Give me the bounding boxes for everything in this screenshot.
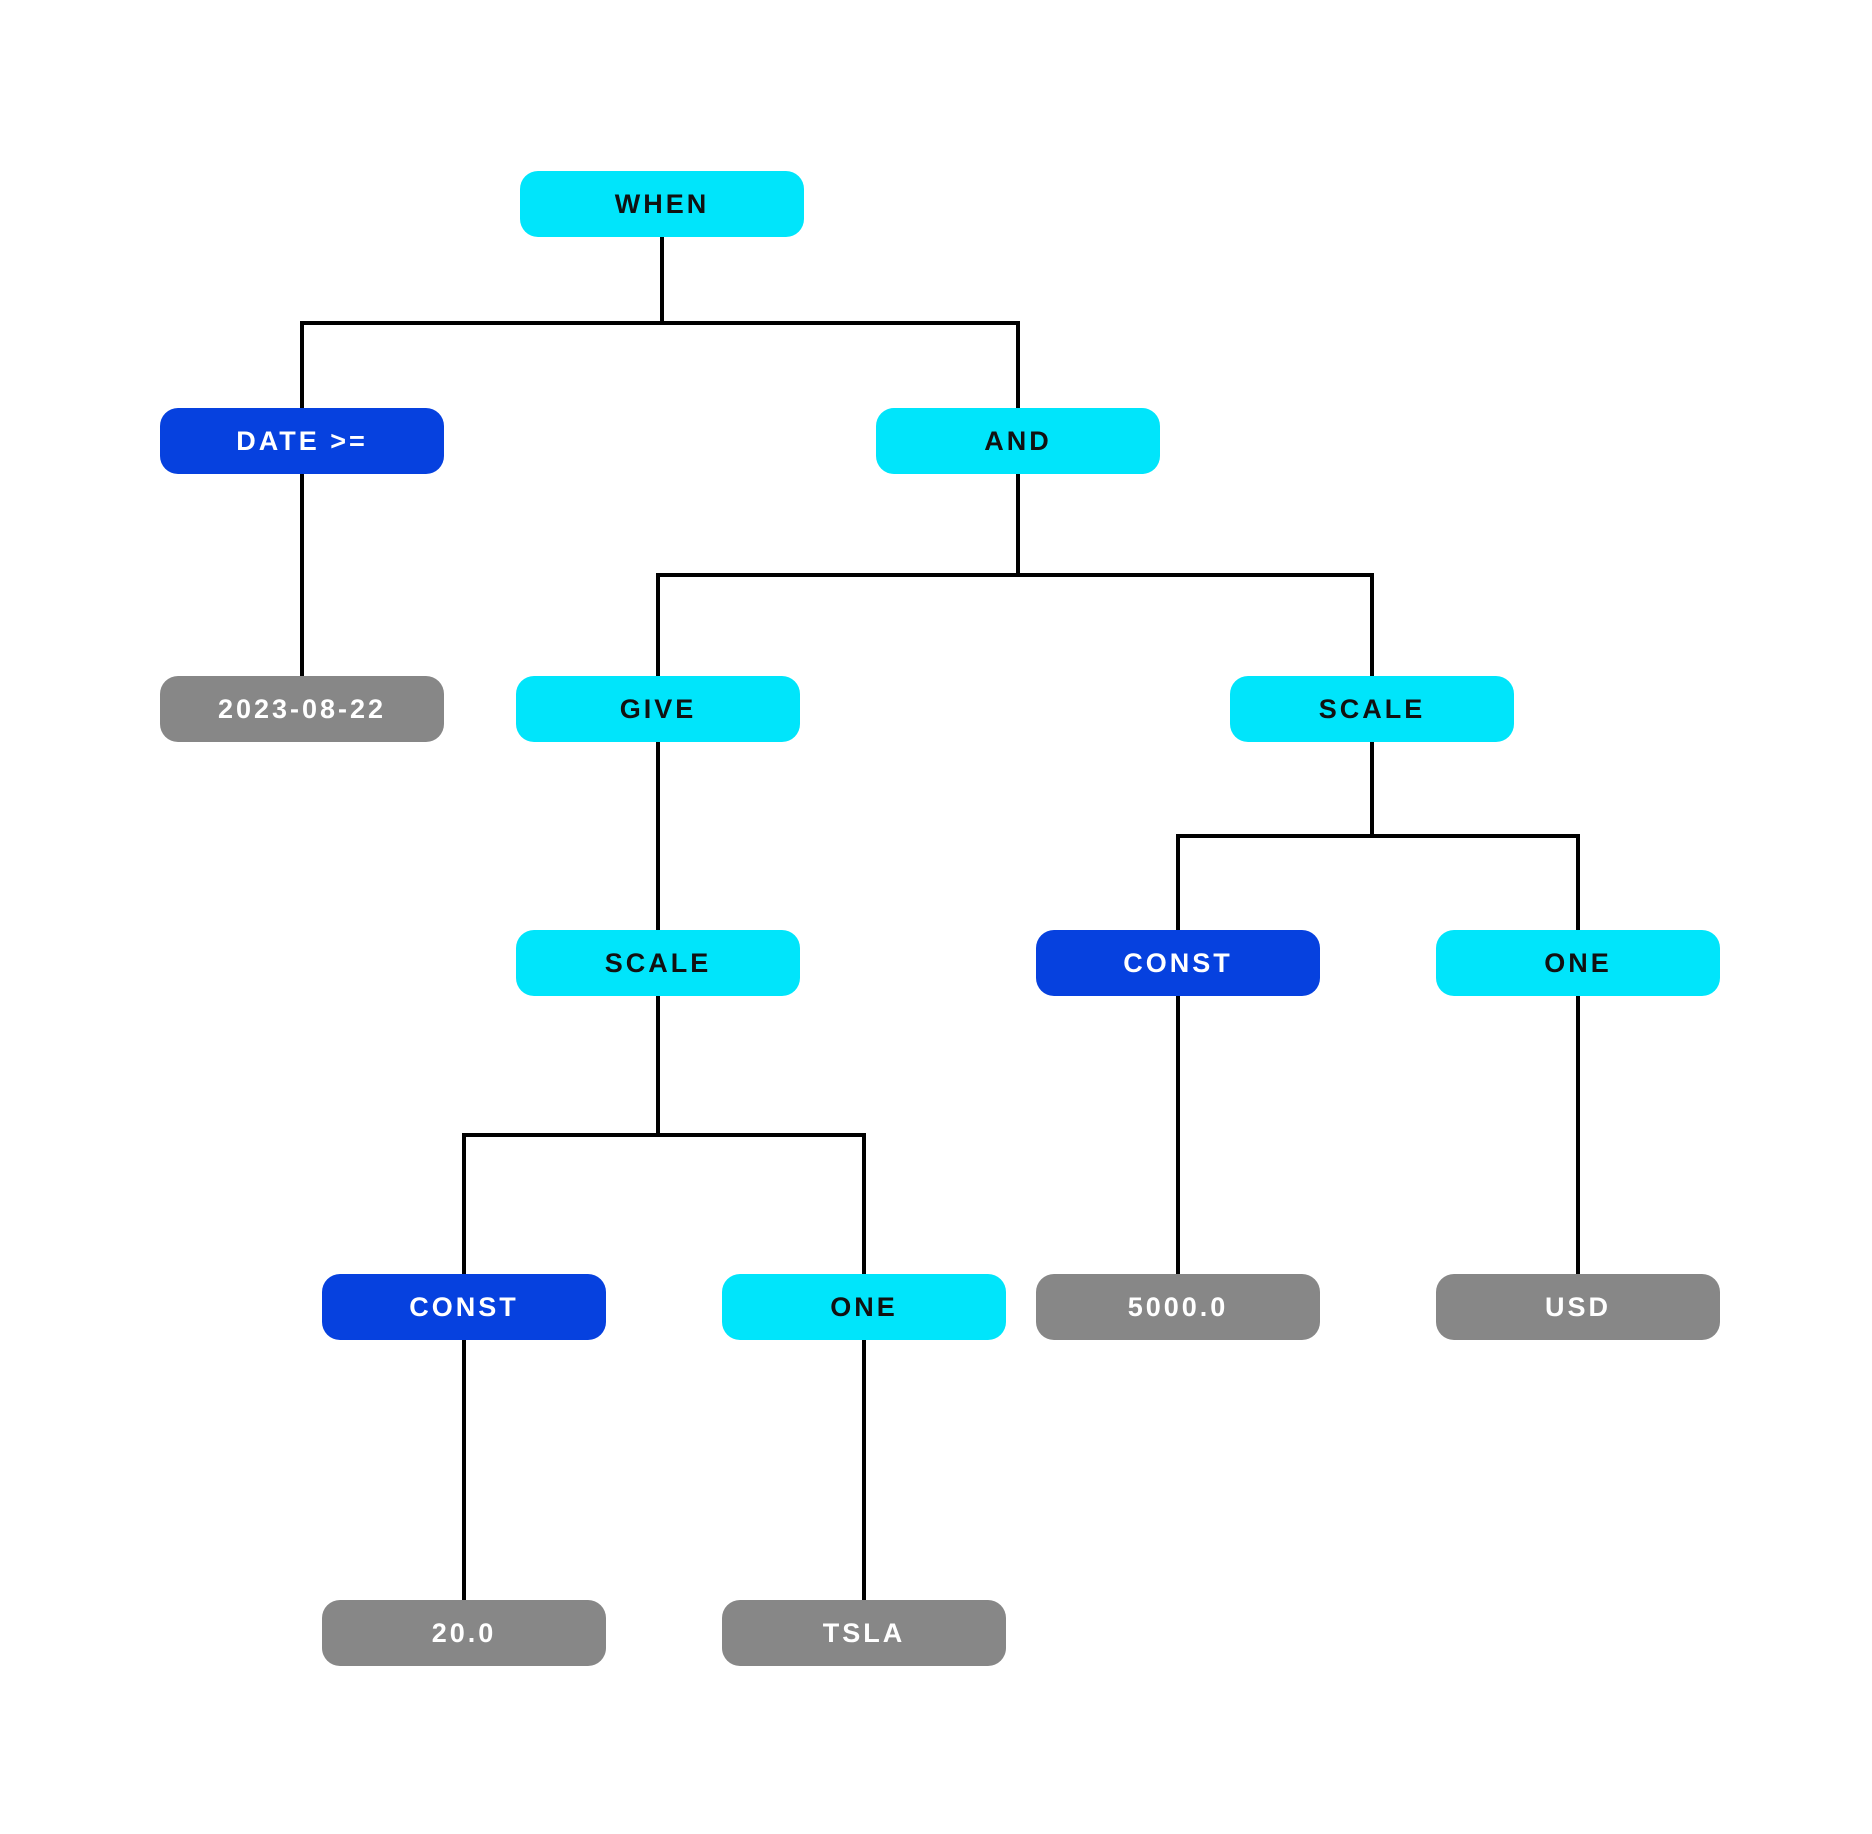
node-one-right: ONE (1436, 930, 1720, 996)
edge-when-and (660, 235, 1020, 410)
node-date-gte: DATE >= (160, 408, 444, 474)
edge-and-scale_right (1016, 472, 1374, 678)
edge-scale_left-one_left (656, 994, 866, 1276)
node-value-5000: 5000.0 (1036, 1274, 1320, 1340)
node-scale-left: SCALE (516, 930, 800, 996)
edge-when-date_gte (300, 235, 664, 410)
node-value-usd: USD (1436, 1274, 1720, 1340)
edge-scale_left-const_left (462, 994, 660, 1276)
node-give: GIVE (516, 676, 800, 742)
node-value-20: 20.0 (322, 1600, 606, 1666)
node-const-left: CONST (322, 1274, 606, 1340)
node-one-left: ONE (722, 1274, 1006, 1340)
node-const-right: CONST (1036, 930, 1320, 996)
node-date-value: 2023-08-22 (160, 676, 444, 742)
node-and: AND (876, 408, 1160, 474)
edge-scale_right-one_right (1370, 740, 1580, 932)
edge-and-give (656, 472, 1020, 678)
edge-scale_right-const_right (1176, 740, 1374, 932)
node-when: WHEN (520, 171, 804, 237)
node-scale-right: SCALE (1230, 676, 1514, 742)
node-value-tsla: TSLA (722, 1600, 1006, 1666)
